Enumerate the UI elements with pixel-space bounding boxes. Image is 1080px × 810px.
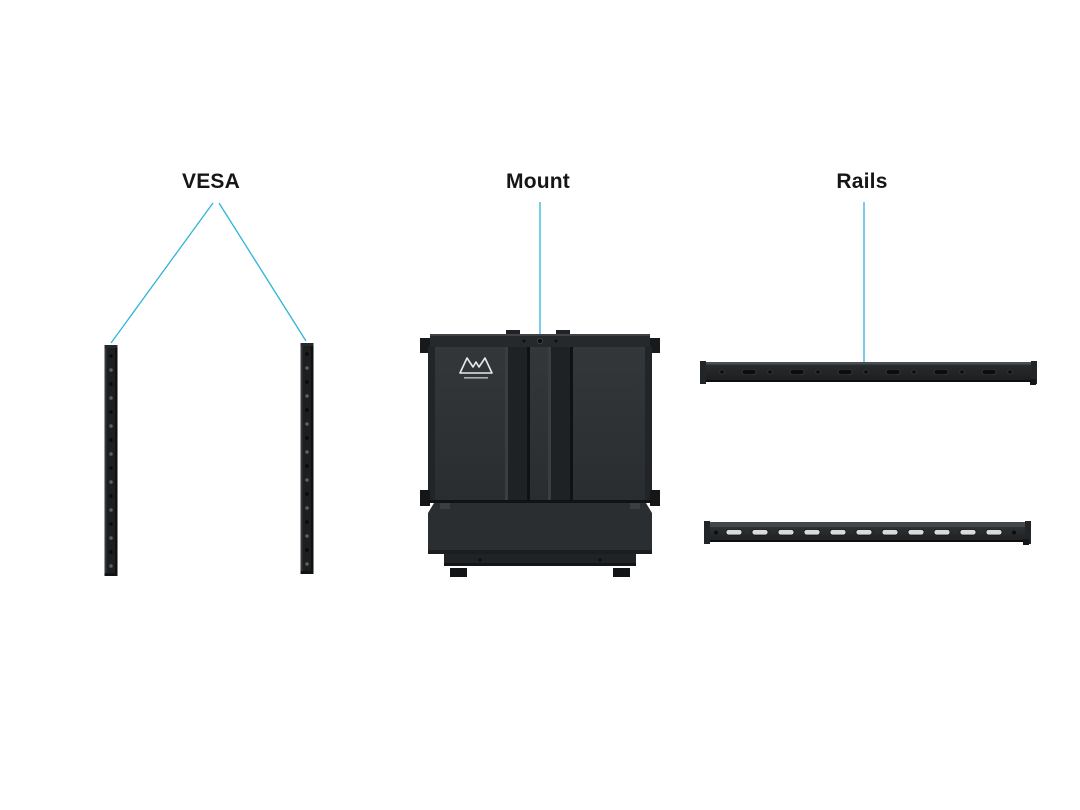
label-vesa: VESA xyxy=(182,170,240,193)
brand-logo-icon xyxy=(459,357,493,379)
label-rails: Rails xyxy=(836,170,888,193)
mount-top-screw xyxy=(537,337,544,344)
wall-rail-top xyxy=(700,359,1037,391)
pointer-line-vesa-right xyxy=(218,202,307,342)
pointer-line-vesa-left xyxy=(110,202,214,344)
vesa-bracket-left xyxy=(103,344,119,583)
vesa-bracket-right xyxy=(299,342,315,581)
label-mount: Mount xyxy=(506,170,570,193)
wall-rail-bottom xyxy=(704,519,1031,551)
mount-body xyxy=(420,330,660,582)
